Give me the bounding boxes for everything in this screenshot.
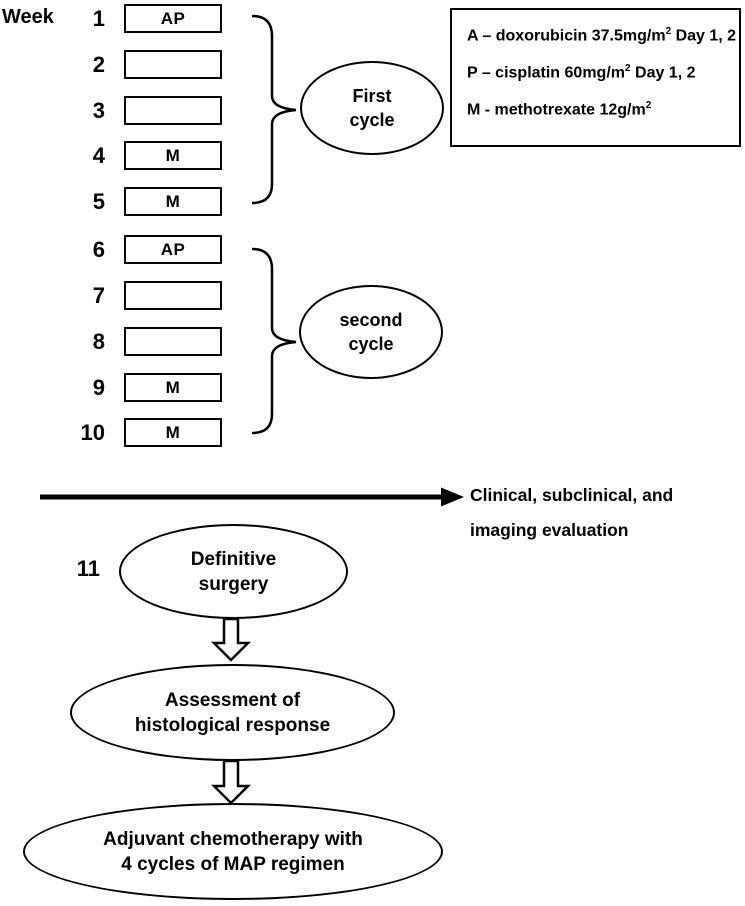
evaluation-caption-line1: Clinical, subclinical, and bbox=[470, 485, 674, 505]
week-box-8 bbox=[124, 327, 222, 356]
first-cycle-label-line2: cycle bbox=[349, 110, 395, 130]
assessment-ellipse: Assessment of histological response bbox=[70, 664, 395, 761]
week-number-4: 4 bbox=[92, 143, 105, 168]
week-number-5: 5 bbox=[92, 189, 105, 214]
assessment-label-line1: Assessment of bbox=[164, 689, 301, 711]
down-arrow-icon-1 bbox=[210, 617, 252, 662]
legend-item-methotrexate: M - methotrexate 12g/m2 bbox=[467, 100, 652, 119]
week-box-10: M bbox=[124, 418, 222, 447]
week-box-3 bbox=[124, 96, 222, 125]
evaluation-arrow-icon bbox=[40, 487, 464, 507]
first-cycle-ellipse: First cycle bbox=[300, 61, 444, 155]
second-cycle-ellipse: second cycle bbox=[299, 285, 443, 379]
week-number-10: 10 bbox=[80, 420, 105, 445]
week-box-6: AP bbox=[124, 235, 222, 264]
adjuvant-chemo-ellipse: Adjuvant chemotherapy with 4 cycles of M… bbox=[23, 803, 443, 900]
definitive-surgery-ellipse: Definitive surgery bbox=[119, 524, 348, 619]
second-cycle-brace-icon bbox=[251, 247, 297, 435]
week-box-1: AP bbox=[124, 4, 222, 33]
adjuvant-label-line1: Adjuvant chemotherapy with bbox=[103, 828, 363, 850]
week-number-8: 8 bbox=[92, 329, 105, 354]
week-box-2 bbox=[124, 50, 222, 79]
week-number-1: 1 bbox=[92, 6, 105, 31]
legend-item-doxorubicin: A – doxorubicin 37.5mg/m2 Day 1, 2 bbox=[467, 26, 737, 45]
week-number-11: 11 bbox=[76, 556, 100, 581]
week-number-6: 6 bbox=[92, 237, 105, 262]
surgery-label-line2: surgery bbox=[198, 573, 269, 595]
week-number-7: 7 bbox=[92, 283, 105, 308]
drug-legend-box: A – doxorubicin 37.5mg/m2 Day 1, 2 P – c… bbox=[450, 8, 741, 147]
adjuvant-label-line2: 4 cycles of MAP regimen bbox=[121, 853, 345, 875]
second-cycle-label-line2: cycle bbox=[348, 334, 394, 354]
week-column-header: Week bbox=[2, 6, 54, 28]
evaluation-caption-line2: imaging evaluation bbox=[470, 520, 629, 540]
week-box-9: M bbox=[124, 373, 222, 402]
surgery-label-line1: Definitive bbox=[190, 548, 277, 570]
first-cycle-brace-icon bbox=[251, 14, 297, 205]
week-number-2: 2 bbox=[92, 52, 105, 77]
week-box-7 bbox=[124, 281, 222, 310]
week-number-3: 3 bbox=[92, 98, 105, 123]
first-cycle-label-line1: First bbox=[352, 86, 392, 106]
week-box-4: M bbox=[124, 141, 222, 170]
down-arrow-icon-2 bbox=[210, 759, 252, 805]
assessment-label-line2: histological response bbox=[134, 714, 331, 736]
legend-item-cisplatin: P – cisplatin 60mg/m2 Day 1, 2 bbox=[467, 63, 696, 82]
second-cycle-label-line1: second bbox=[339, 310, 403, 330]
week-box-5: M bbox=[124, 187, 222, 216]
week-number-9: 9 bbox=[92, 375, 105, 400]
